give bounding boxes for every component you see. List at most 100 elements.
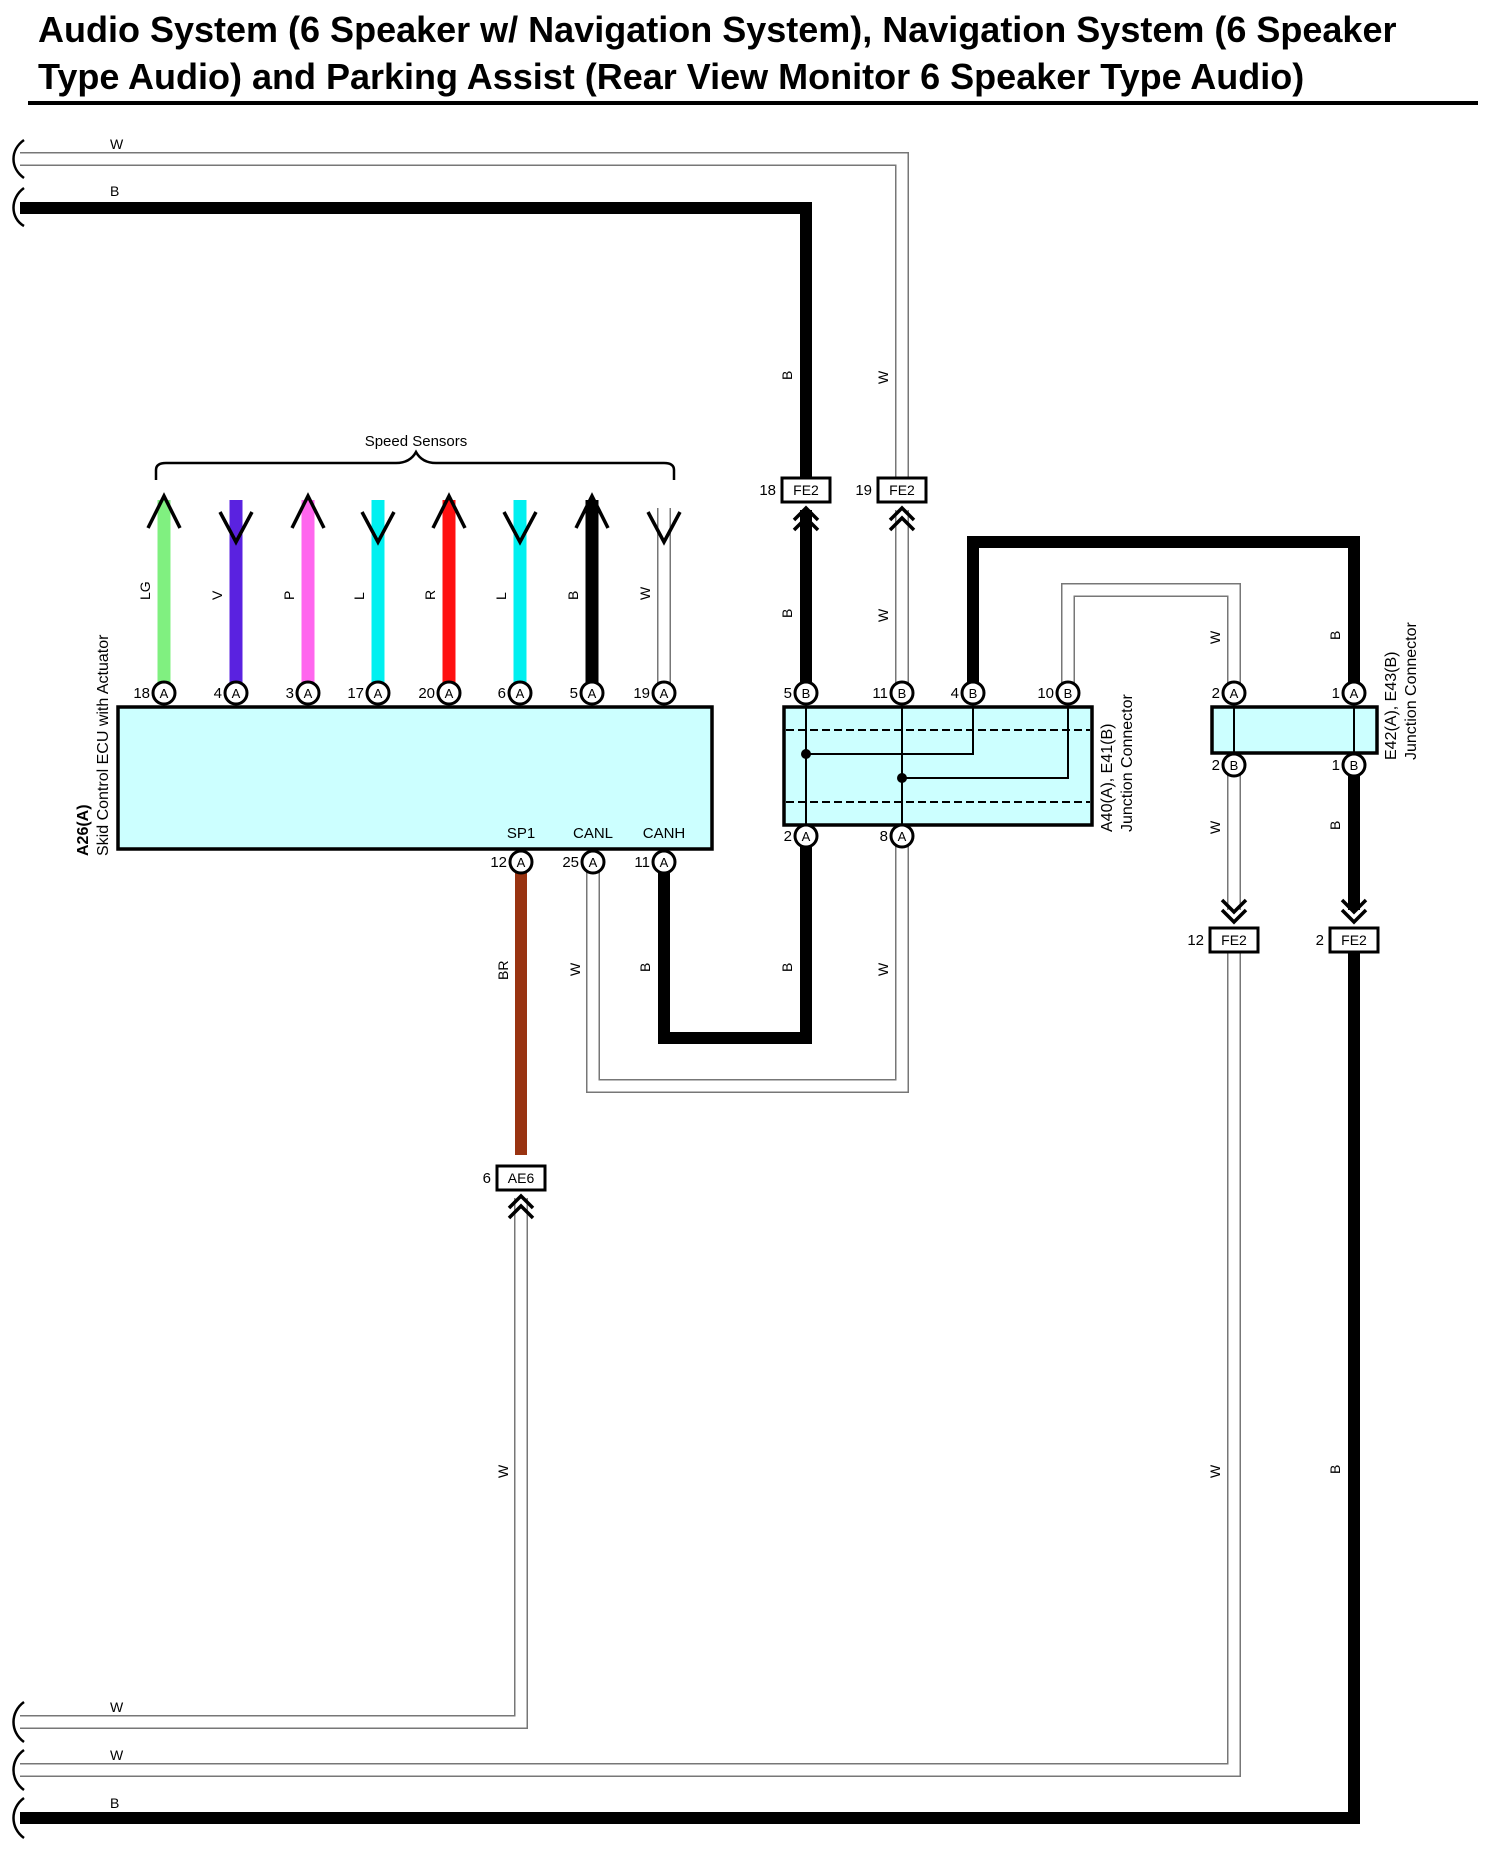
ecu-name: Skid Control ECU with Actuator [95,634,112,856]
connector-pin-number: 18 [759,482,776,499]
ecu-pin-rr-minus-ring [651,680,677,706]
ecu-pin-fl-minus-number: 4 [214,685,222,702]
jc-a40-bottom-pin-1: A2 [784,823,819,849]
ecu-pin-rl-plus-number: 20 [418,685,435,702]
title-block: Audio System (6 Speaker w/ Navigation Sy… [38,6,1478,100]
ecu-pin-fl-minus-ring [223,680,249,706]
connector-pin-number: 12 [1187,932,1204,949]
ecu-pin-canl-terminal-number: 25 [562,854,579,871]
wire-label-w-upper: W [875,370,891,384]
ecu-pin-rl-minus-ring [507,680,533,706]
break-mark-bottom-1 [12,1700,25,1744]
jc-a40-top-pin-2-number: 11 [872,685,888,702]
jc-a40-name: Junction Connector [1119,693,1136,832]
jc-e42-bottom-pin-1-ring [1221,752,1247,778]
jc-a40-top-pin-3-number: 4 [951,685,959,702]
connector-box [1328,926,1380,954]
wires-layer [20,152,1360,1824]
wire-label-b-canh: B [637,963,653,972]
ecu-pin-rr-minus: A19 [633,680,677,706]
ecu-body [116,705,714,851]
chevron-up-icon [507,1193,535,1220]
sensor-wire-color-label: R [422,590,438,600]
wire-label-b-fe2-2: B [1327,1465,1343,1474]
break-mark-bottom-3 [12,1796,25,1840]
speed-sensor-wire-6: LA6RL− [493,500,538,730]
page-title-line-2: Type Audio) and Parking Assist (Rear Vie… [38,56,1305,97]
jc-a40-bottom-pin-2-ring [889,823,915,849]
ecu-signal-label: CANH [643,825,686,842]
ecu-pin-fl-plus-number: 18 [133,685,150,702]
wire-label-br-sp1: BR [495,961,511,980]
sensor-wire-color-label: L [493,592,509,600]
ecu-pin-canh-terminal-number: 11 [634,854,650,871]
ecu-pin-canh-terminal-ring [651,849,677,875]
speed-sensors-bracket: Speed Sensors [154,433,676,480]
arrow-down-icon [502,511,538,546]
jc-a40-top-pin-1-letter: B [802,686,811,701]
wire-label-bottom-w1: W [110,1699,124,1715]
sensor-wire-color-label: L [351,592,367,600]
speed-sensor-wire-4: LA17FR− [347,500,396,730]
connector-pin-number: 6 [483,1170,491,1187]
wire-w-fe2-12-bottom-fill [20,945,1240,1776]
jc-a40-bottom-pin-2-number: 8 [880,828,888,845]
wire-label-w-e42-bottom: W [1207,820,1223,834]
connector-pin-number: 19 [855,482,872,499]
jc-a40-top-pin-1: B5 [784,680,819,706]
jc-e42-bottom-pin-2-number: 1 [1332,757,1340,774]
jc-a40-internal-w [901,707,1069,825]
inline-connector-fe2-2: FE2 2 [1316,898,1380,954]
ecu-pin-canl-terminal-letter: A [589,855,598,870]
speed-sensor-wire-3: PA3FR+ [281,492,326,730]
jc-a40-splice-w [897,773,907,783]
connector-name: AE6 [508,1170,535,1186]
ecu-pin-sp1-terminal-ring [508,849,534,875]
ecu-pin-rr-minus-letter: A [660,686,669,701]
connector-box [876,476,928,504]
ecu-pin-fr-plus-ring [295,680,321,706]
wire-label-b-e42-bottom: B [1327,821,1343,830]
wire-w-top-fill [20,153,908,480]
ecu-pin-fl-minus-letter: A [232,686,241,701]
wire-color-labels: W B W W B B W B W W B W B BR W B B W W W… [110,136,1343,1811]
speed-sensor-wires: LGA18FL+VA4FL−PA3FR+LA17FR−RA20RL+LA6RL−… [133,492,682,730]
ecu-pin-rl-minus: A6 [498,680,533,706]
sensor-wire-color-label: V [209,590,225,600]
ecu-pin-fr-minus-number: 17 [347,685,364,702]
jc-e42-top-pin-1-letter: A [1230,686,1239,701]
wire-label-w-mid: W [875,608,891,622]
jc-a40-bottom-pin-2-letter: A [898,829,907,844]
connector-name: FE2 [1341,932,1367,948]
arrow-up-icon [574,492,610,529]
jc-a40-top-pin-4-letter: B [1064,686,1073,701]
ecu-pin-rl-plus-ring [436,680,462,706]
ecu-signal-label: CANL [573,825,613,842]
arrow-down-icon [646,511,682,546]
jc-a40-top-pin-4: B10 [1037,680,1081,706]
wire-label-w-jc8: W [875,962,891,976]
jc-a40-bottom-pin-1-ring [793,823,819,849]
jc-a40-top-pin-1-ring [793,680,819,706]
ecu-pin-fr-minus: A17 [347,680,391,706]
jc-a40-internal-b [805,707,974,825]
wire-w-fe2-12-bottom [20,945,1241,1777]
speed-sensors-label: Speed Sensors [365,433,468,450]
junction-connector-e42-e43: E42(A), E43(B) Junction Connector [1210,621,1420,760]
wire-w-ae6-bottom-fill [20,1198,527,1728]
arrow-up-icon [290,492,326,529]
jc-e42-bottom-pin-2-letter: B [1350,758,1359,773]
skid-control-ecu: A26(A) Skid Control ECU with Actuator [75,634,714,856]
chevron-down-icon [1220,898,1248,925]
jc-e42-bottom-pin-2-ring [1341,752,1367,778]
wire-b-top [20,202,812,480]
break-mark-top-1 [12,138,25,180]
connector-pin-number: 2 [1316,932,1324,949]
ecu-pin-rr-plus-ring [579,680,605,706]
wire-label-w-e42-top: W [1207,630,1223,644]
ecu-pin-fl-plus-ring [151,680,177,706]
